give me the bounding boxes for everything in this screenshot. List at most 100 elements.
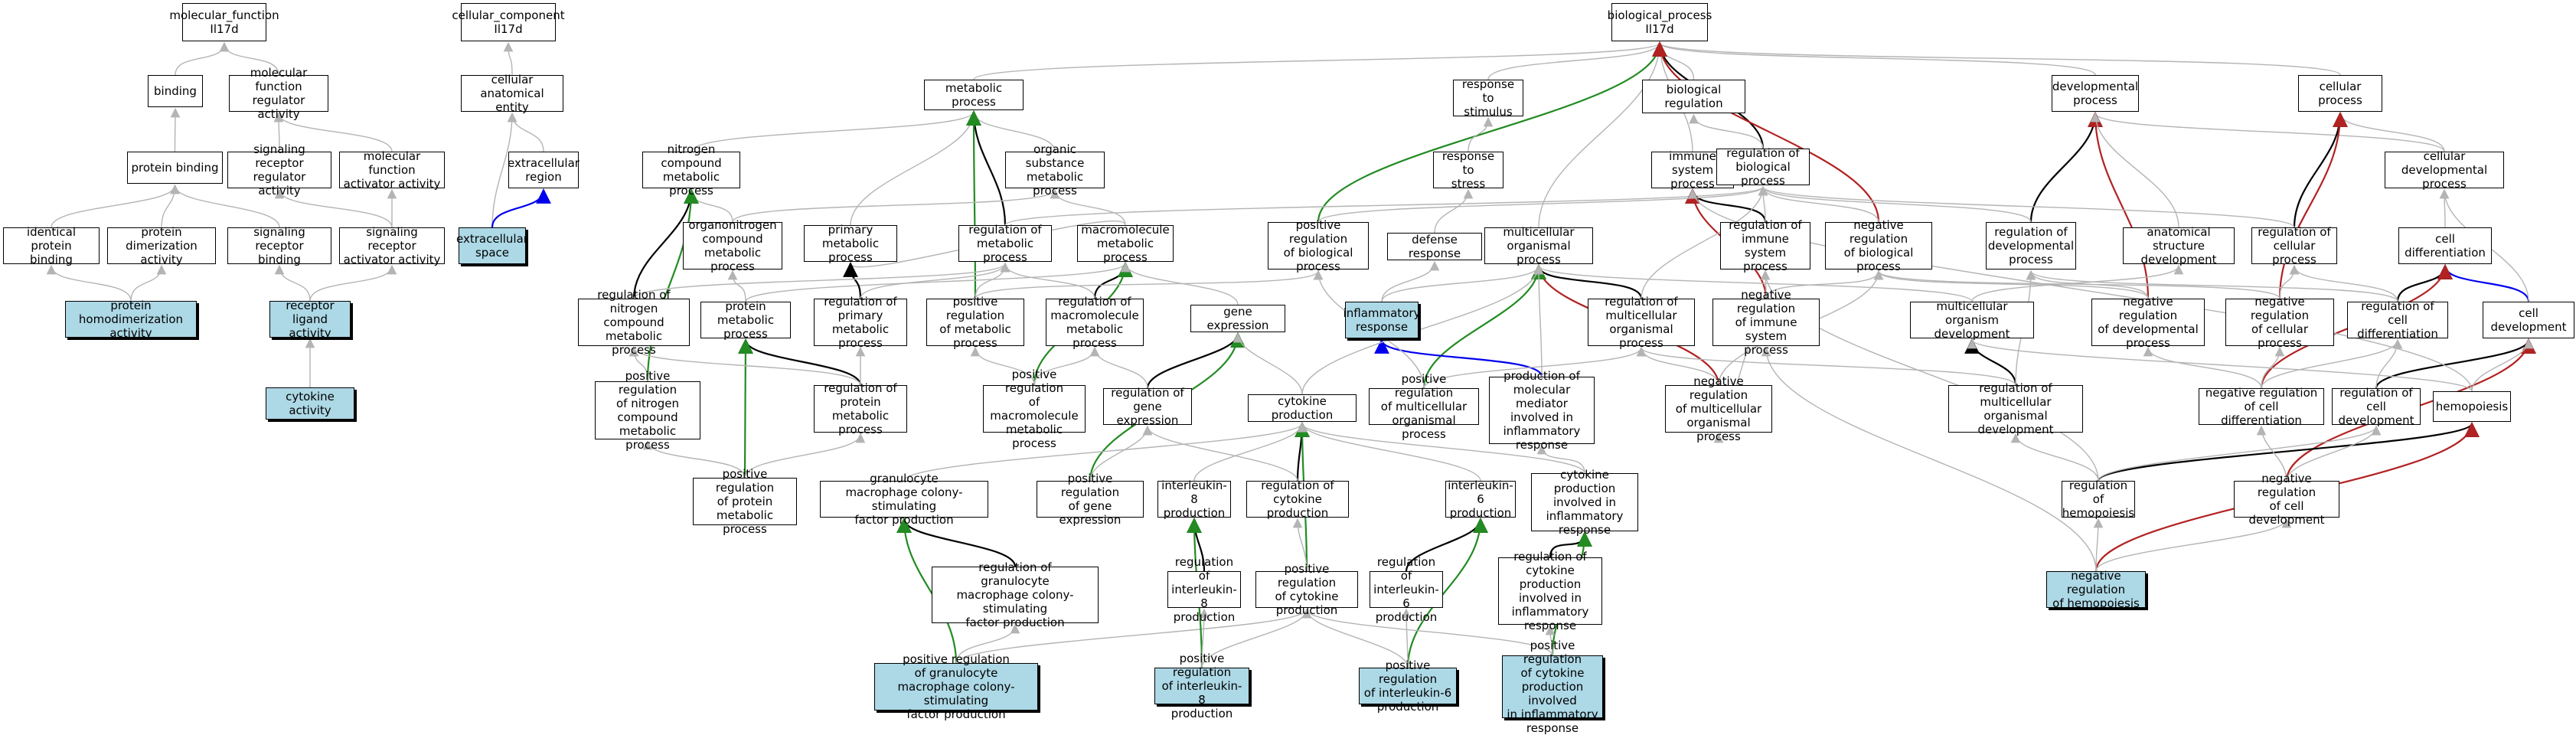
go-term-node-pos-reg-il8[interactable]: positive regulation of interleukin-8 pro…: [1154, 652, 1249, 720]
go-term-node-pos-reg-protein-met[interactable]: positive regulation of protein metabolic…: [693, 467, 797, 536]
go-term-node-rec-ligand[interactable]: receptor ligand activity: [269, 299, 351, 340]
go-term-node-reg-hemo[interactable]: regulation of hemopoiesis: [2062, 479, 2135, 520]
go-term-node-reg-primary[interactable]: regulation of primary metabolic process: [814, 295, 907, 350]
go-term-node-bp-root[interactable]: biological_process Il17d: [1608, 3, 1712, 41]
go-term-node-bio-reg[interactable]: biological regulation: [1642, 80, 1745, 113]
go-term-node-sig-rec-bind[interactable]: signaling receptor binding: [227, 225, 331, 266]
go-term-node-mf-reg[interactable]: molecular function regulator activity: [229, 66, 328, 121]
go-term-node-reg-macromol[interactable]: regulation of macromolecule metabolic pr…: [1046, 295, 1144, 350]
go-term-node-pos-reg-nitrogen[interactable]: positive regulation of nitrogen compound…: [595, 369, 700, 452]
go-term-node-cell-dev-proc[interactable]: cellular developmental process: [2385, 149, 2504, 191]
go-term-node-neg-reg-hemo[interactable]: negative regulation of hemopoiesis: [2046, 569, 2146, 610]
go-term-node-reg-dev[interactable]: regulation of developmental process: [1986, 222, 2076, 270]
go-term-node-reg-il8[interactable]: regulation of interleukin-8 production: [1167, 555, 1241, 624]
go-term-node-protein-met[interactable]: protein metabolic process: [700, 299, 791, 341]
edge-is-a: [2095, 518, 2292, 572]
go-term-node-reg-multicell[interactable]: regulation of multicellular organismal p…: [1588, 295, 1695, 350]
go-term-node-cytokine-prod[interactable]: cytokine production: [1248, 394, 1357, 422]
go-term-node-neg-reg-immune[interactable]: negative regulation of immune system pro…: [1712, 288, 1820, 357]
edge-is-a: [491, 112, 517, 228]
go-term-node-primary-met[interactable]: primary metabolic process: [804, 223, 897, 264]
go-term-node-ident-prot[interactable]: identical protein binding: [3, 225, 100, 266]
go-term-node-neg-reg-dev[interactable]: negative regulation of developmental pro…: [2091, 295, 2205, 350]
go-term-node-gene-expr[interactable]: gene expression: [1190, 305, 1285, 332]
go-term-node-gm-csf[interactable]: granulocyte macrophage colony-stimulatin…: [820, 472, 988, 527]
go-term-node-il6-prod[interactable]: interleukin-6 production: [1445, 479, 1516, 520]
edge-is-a: [2090, 112, 2445, 152]
go-term-node-cell-dev[interactable]: cell development: [2483, 302, 2574, 338]
go-term-node-pos-reg-gene-expr[interactable]: positive regulation of gene expression: [1037, 472, 1144, 527]
go-term-node-binding[interactable]: binding: [148, 75, 203, 107]
go-term-node-extracell-region[interactable]: extracellular region: [508, 152, 580, 188]
go-term-node-protein-binding[interactable]: protein binding: [127, 152, 223, 184]
go-term-node-il8-prod[interactable]: interleukin-8 production: [1157, 479, 1231, 520]
go-term-node-reg-cyt-inflam[interactable]: regulation of cytokine production involv…: [1498, 550, 1602, 632]
edge-is-a: [1381, 264, 1544, 302]
edge-is-a: [1758, 185, 1879, 223]
go-term-node-reg-il6[interactable]: regulation of interleukin-6 production: [1370, 555, 1443, 624]
go-term-node-reg-multicell-dev[interactable]: regulation of multicellular organismal d…: [1948, 381, 2083, 436]
go-term-node-resp-stim[interactable]: response to stimulus: [1453, 77, 1523, 119]
go-term-node-mf-act[interactable]: molecular function activator activity: [339, 149, 445, 191]
go-term-node-pos-reg-cyt-inflam[interactable]: positive regulation of cytokine producti…: [1502, 639, 1603, 735]
go-term-node-reg-protein-met[interactable]: regulation of protein metabolic process: [814, 381, 907, 436]
edge-is-a: [1655, 41, 2341, 76]
go-term-node-neg-reg-cell-diff[interactable]: negative regulation of cell differentiat…: [2199, 386, 2324, 427]
go-term-node-macromol-met[interactable]: macromolecule metabolic process: [1077, 223, 1174, 264]
go-term-node-pos-reg-macromol[interactable]: positive regulation of macromolecule met…: [983, 368, 1086, 450]
go-term-node-multicell-dev[interactable]: multicellular organism development: [1910, 299, 2034, 341]
go-term-node-reg-cytokine[interactable]: regulation of cytokine production: [1246, 479, 1349, 520]
go-term-node-neg-reg-bio[interactable]: negative regulation of biological proces…: [1825, 218, 1932, 273]
go-term-node-reg-cell-dev[interactable]: regulation of cell development: [2332, 386, 2421, 427]
go-term-node-nitrogen[interactable]: nitrogen compound metabolic process: [642, 142, 740, 198]
go-term-node-metabolic[interactable]: metabolic process: [924, 80, 1024, 110]
go-term-node-reg-gene-expr[interactable]: regulation of gene expression: [1103, 386, 1192, 427]
go-term-node-reg-gm-csf[interactable]: regulation of granulocyte macrophage col…: [932, 560, 1099, 629]
go-term-node-cytokine-act[interactable]: cytokine activity: [266, 387, 354, 420]
go-term-node-reg-met[interactable]: regulation of metabolic process: [958, 223, 1052, 264]
go-term-node-pos-reg-bio[interactable]: positive regulation of biological proces…: [1268, 218, 1369, 273]
edge-is-a: [1301, 608, 1553, 656]
edge-regulates: [2029, 112, 2103, 223]
go-term-node-dev-proc[interactable]: developmental process: [2052, 75, 2139, 112]
go-term-node-sig-rec-reg[interactable]: signaling receptor regulator activity: [227, 142, 331, 198]
go-term-node-mf-root[interactable]: molecular_function Il17d: [169, 3, 279, 41]
go-term-node-reg-immune[interactable]: regulation of immune system process: [1720, 218, 1810, 273]
go-term-node-pos-reg-cytokine[interactable]: positive regulation of cytokine producti…: [1255, 562, 1358, 617]
edge-regulates: [1964, 338, 2017, 386]
go-term-node-neg-reg-cell-dev[interactable]: negative regulation of cell development: [2234, 472, 2339, 527]
go-term-node-sig-rec-act[interactable]: signaling receptor activator activity: [339, 225, 445, 266]
go-term-node-reg-cell-proc[interactable]: regulation of cellular process: [2251, 225, 2337, 266]
go-term-node-pos-reg-met[interactable]: positive regulation of metabolic process: [926, 295, 1024, 350]
go-term-node-prot-dimer[interactable]: protein dimerization activity: [107, 225, 216, 266]
go-term-node-neg-reg-cell[interactable]: negative regulation of cellular process: [2225, 295, 2334, 350]
go-term-node-prot-homodimer[interactable]: protein homodimerization activity: [65, 299, 197, 340]
go-term-node-prod-mol-med[interactable]: production of molecular mediator involve…: [1489, 369, 1595, 452]
edge-is-a: [975, 270, 1324, 299]
go-term-node-organic[interactable]: organic substance metabolic process: [1005, 142, 1105, 198]
go-term-node-pos-reg-il6[interactable]: positive regulation of interleukin-6 pro…: [1359, 658, 1457, 714]
go-term-node-pos-reg-multicell[interactable]: positive regulation of multicellular org…: [1369, 372, 1479, 441]
edge-is-a: [2256, 425, 2287, 482]
go-term-node-resp-stress[interactable]: response to stress: [1433, 149, 1503, 191]
edge-is-a: [860, 262, 1010, 299]
go-term-node-anat-struct[interactable]: anatomical structure development: [2123, 225, 2235, 266]
go-term-node-multicell-org[interactable]: multicellular organismal process: [1484, 225, 1593, 266]
go-term-node-hemopoiesis[interactable]: hemopoiesis: [2433, 391, 2511, 422]
go-term-node-reg-bio[interactable]: regulation of biological process: [1716, 146, 1810, 188]
go-term-node-pos-reg-gm-csf[interactable]: positive regulation of granulocyte macro…: [874, 652, 1038, 721]
go-term-node-cyt-inflam[interactable]: cytokine production involved in inflamma…: [1531, 468, 1638, 537]
edge-regulates: [843, 262, 862, 299]
go-term-node-cc-root[interactable]: cellular_component Il17d: [452, 3, 565, 41]
edge-positively-regulates: [1406, 518, 1488, 668]
go-term-node-cell-diff[interactable]: cell differentiation: [2398, 227, 2492, 264]
go-term-node-cell-proc[interactable]: cellular process: [2298, 75, 2382, 112]
go-term-node-organonitrogen[interactable]: organonitrogen compound metabolic proces…: [683, 218, 782, 273]
go-term-node-neg-reg-multicell[interactable]: negative regulation of multicellular org…: [1665, 374, 1772, 443]
go-term-node-inflam-resp[interactable]: inflammatory response: [1344, 302, 1420, 338]
go-term-node-extracell-space[interactable]: extracellular space: [456, 227, 528, 264]
go-term-node-reg-nitrogen[interactable]: regulation of nitrogen compound metaboli…: [578, 288, 690, 357]
go-term-node-reg-cell-diff[interactable]: regulation of cell differentiation: [2347, 299, 2448, 341]
go-term-node-cell-anat[interactable]: cellular anatomical entity: [461, 73, 563, 114]
go-term-node-defense[interactable]: defense response: [1387, 233, 1482, 260]
